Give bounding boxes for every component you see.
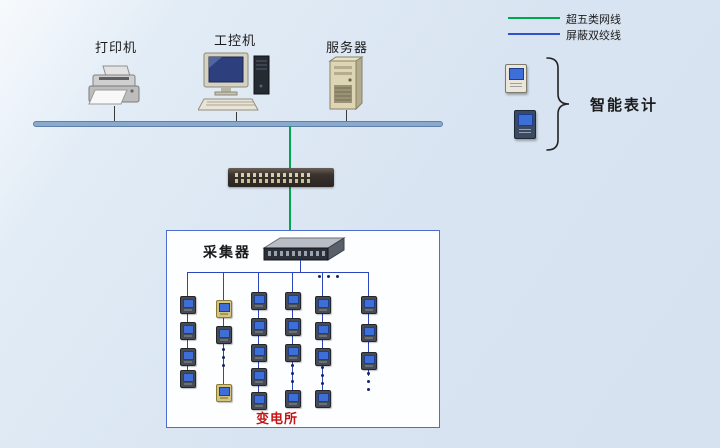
wire: [187, 272, 369, 273]
brace-icon: [546, 57, 570, 151]
meter-icon: [251, 318, 267, 336]
meter-icon: [216, 300, 232, 318]
printer-label: 打印机: [95, 41, 138, 56]
meter-icon: [180, 322, 196, 340]
meter-icon: [285, 292, 301, 310]
smart-meters-label: 智能表计: [590, 96, 659, 114]
ellipsis-dots: [321, 366, 324, 385]
substation-box: [166, 230, 440, 428]
meter-icon: [285, 344, 301, 362]
wire: [258, 272, 259, 400]
collector-label: 采集器: [203, 245, 251, 261]
legend-stp-label: 屏蔽双绞线: [566, 29, 621, 42]
meter-icon: [361, 296, 377, 314]
meter-icon: [361, 324, 377, 342]
meter-icon: [361, 352, 377, 370]
computer-drop-line: [236, 112, 237, 122]
server-icon: [328, 56, 364, 111]
network-switch-icon: [228, 168, 334, 187]
cat5-line-bus-to-switch: [289, 126, 291, 168]
legend-stp-line: [508, 33, 560, 35]
meter-icon: [315, 390, 331, 408]
printer-icon: [88, 65, 140, 105]
ethernet-bus-line: [33, 121, 443, 127]
smart-meter-icon: [505, 64, 527, 93]
ellipsis-dots: [291, 364, 294, 383]
meter-icon: [251, 368, 267, 386]
meter-icon: [251, 292, 267, 310]
meter-icon: [180, 296, 196, 314]
server-label: 服务器: [326, 41, 369, 56]
ellipsis-dots: [318, 275, 339, 278]
wire: [300, 260, 301, 272]
smart-meter-icon: [514, 110, 536, 139]
meter-icon: [216, 326, 232, 344]
meter-icon: [216, 384, 232, 402]
legend-cat5-label: 超五类网线: [566, 13, 621, 26]
meter-icon: [285, 318, 301, 336]
cat5-line-switch-to-collector: [289, 187, 291, 240]
substation-label: 变电所: [256, 412, 299, 427]
meter-icon: [251, 344, 267, 362]
printer-drop-line: [114, 106, 115, 122]
meter-icon: [315, 322, 331, 340]
collector-icon: [262, 237, 346, 261]
computer-icon: [198, 52, 270, 111]
meter-icon: [180, 370, 196, 388]
meter-icon: [315, 296, 331, 314]
ipc-label: 工控机: [214, 34, 257, 49]
meter-icon: [285, 390, 301, 408]
server-drop-line: [346, 110, 347, 122]
legend-cat5-line: [508, 17, 560, 19]
meter-icon: [180, 348, 196, 366]
ellipsis-dots: [367, 372, 370, 391]
ellipsis-dots: [222, 348, 225, 367]
meter-icon: [315, 348, 331, 366]
meter-icon: [251, 392, 267, 410]
